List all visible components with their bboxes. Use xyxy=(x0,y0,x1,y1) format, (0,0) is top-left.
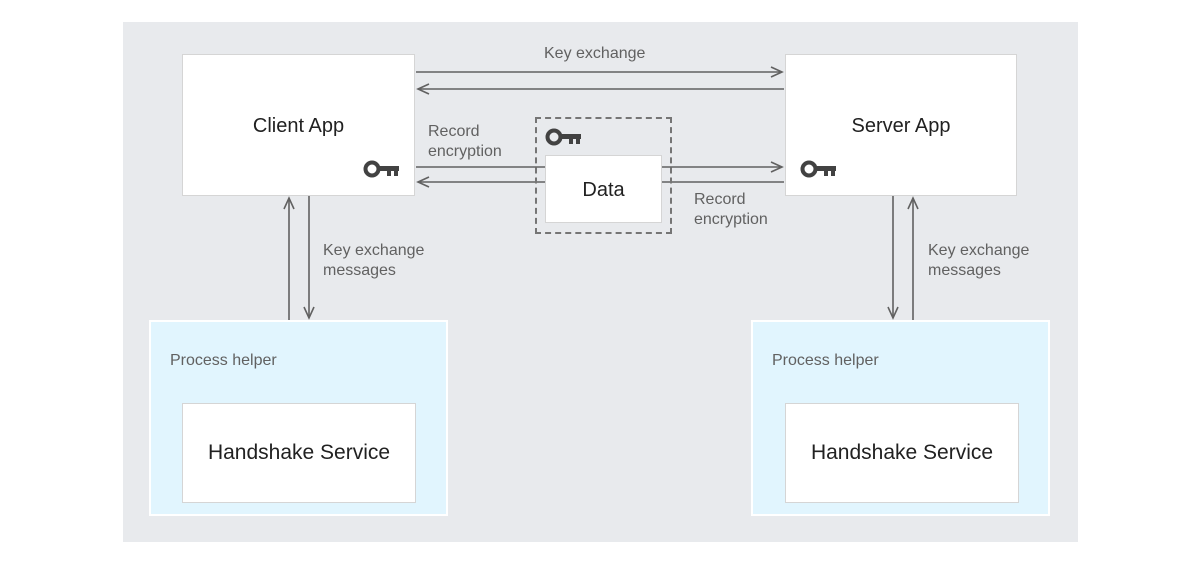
data-label: Data xyxy=(582,179,625,201)
server-app-title: Server App xyxy=(851,115,951,137)
client-app-box: Client App xyxy=(182,54,415,196)
key-icon xyxy=(800,159,838,183)
handshake-service-box: Handshake Service xyxy=(785,403,1019,503)
client-app-title: Client App xyxy=(252,115,345,137)
handshake-service-box: Handshake Service xyxy=(182,403,416,503)
key-icon xyxy=(363,159,401,183)
encrypted-data-region xyxy=(535,117,672,234)
process-helper-label: Process helper xyxy=(772,352,879,369)
handshake-service-title: Handshake Service xyxy=(207,441,391,464)
server-app-box: Server App xyxy=(785,54,1017,196)
process-helper-label: Process helper xyxy=(170,352,277,369)
handshake-service-title: Handshake Service xyxy=(810,441,994,464)
left-process-helper: Process helper Handshake Service xyxy=(149,320,448,516)
record-encryption-line-1: Record xyxy=(428,123,480,140)
key-exchange-label: Key exchange xyxy=(544,45,646,62)
key-exchange-messages-label-right: Key exchange messages xyxy=(928,241,1029,281)
key-icon xyxy=(545,127,583,151)
key-exchange-messages-line-1: Key exchange xyxy=(323,242,425,259)
record-encryption-line-1: Record xyxy=(694,191,746,208)
key-exchange-messages-line-2: messages xyxy=(323,262,396,279)
key-exchange-messages-label-left: Key exchange messages xyxy=(323,241,424,281)
record-encryption-line-2: encryption xyxy=(694,211,768,228)
data-box: Data xyxy=(545,155,662,223)
key-exchange-messages-line-1: Key exchange xyxy=(928,242,1030,259)
right-process-helper: Process helper Handshake Service xyxy=(751,320,1050,516)
key-exchange-messages-line-2: messages xyxy=(928,262,1001,279)
record-encryption-label-left: Record encryption xyxy=(428,122,502,162)
record-encryption-label-right: Record encryption xyxy=(694,190,768,230)
record-encryption-line-2: encryption xyxy=(428,143,502,160)
